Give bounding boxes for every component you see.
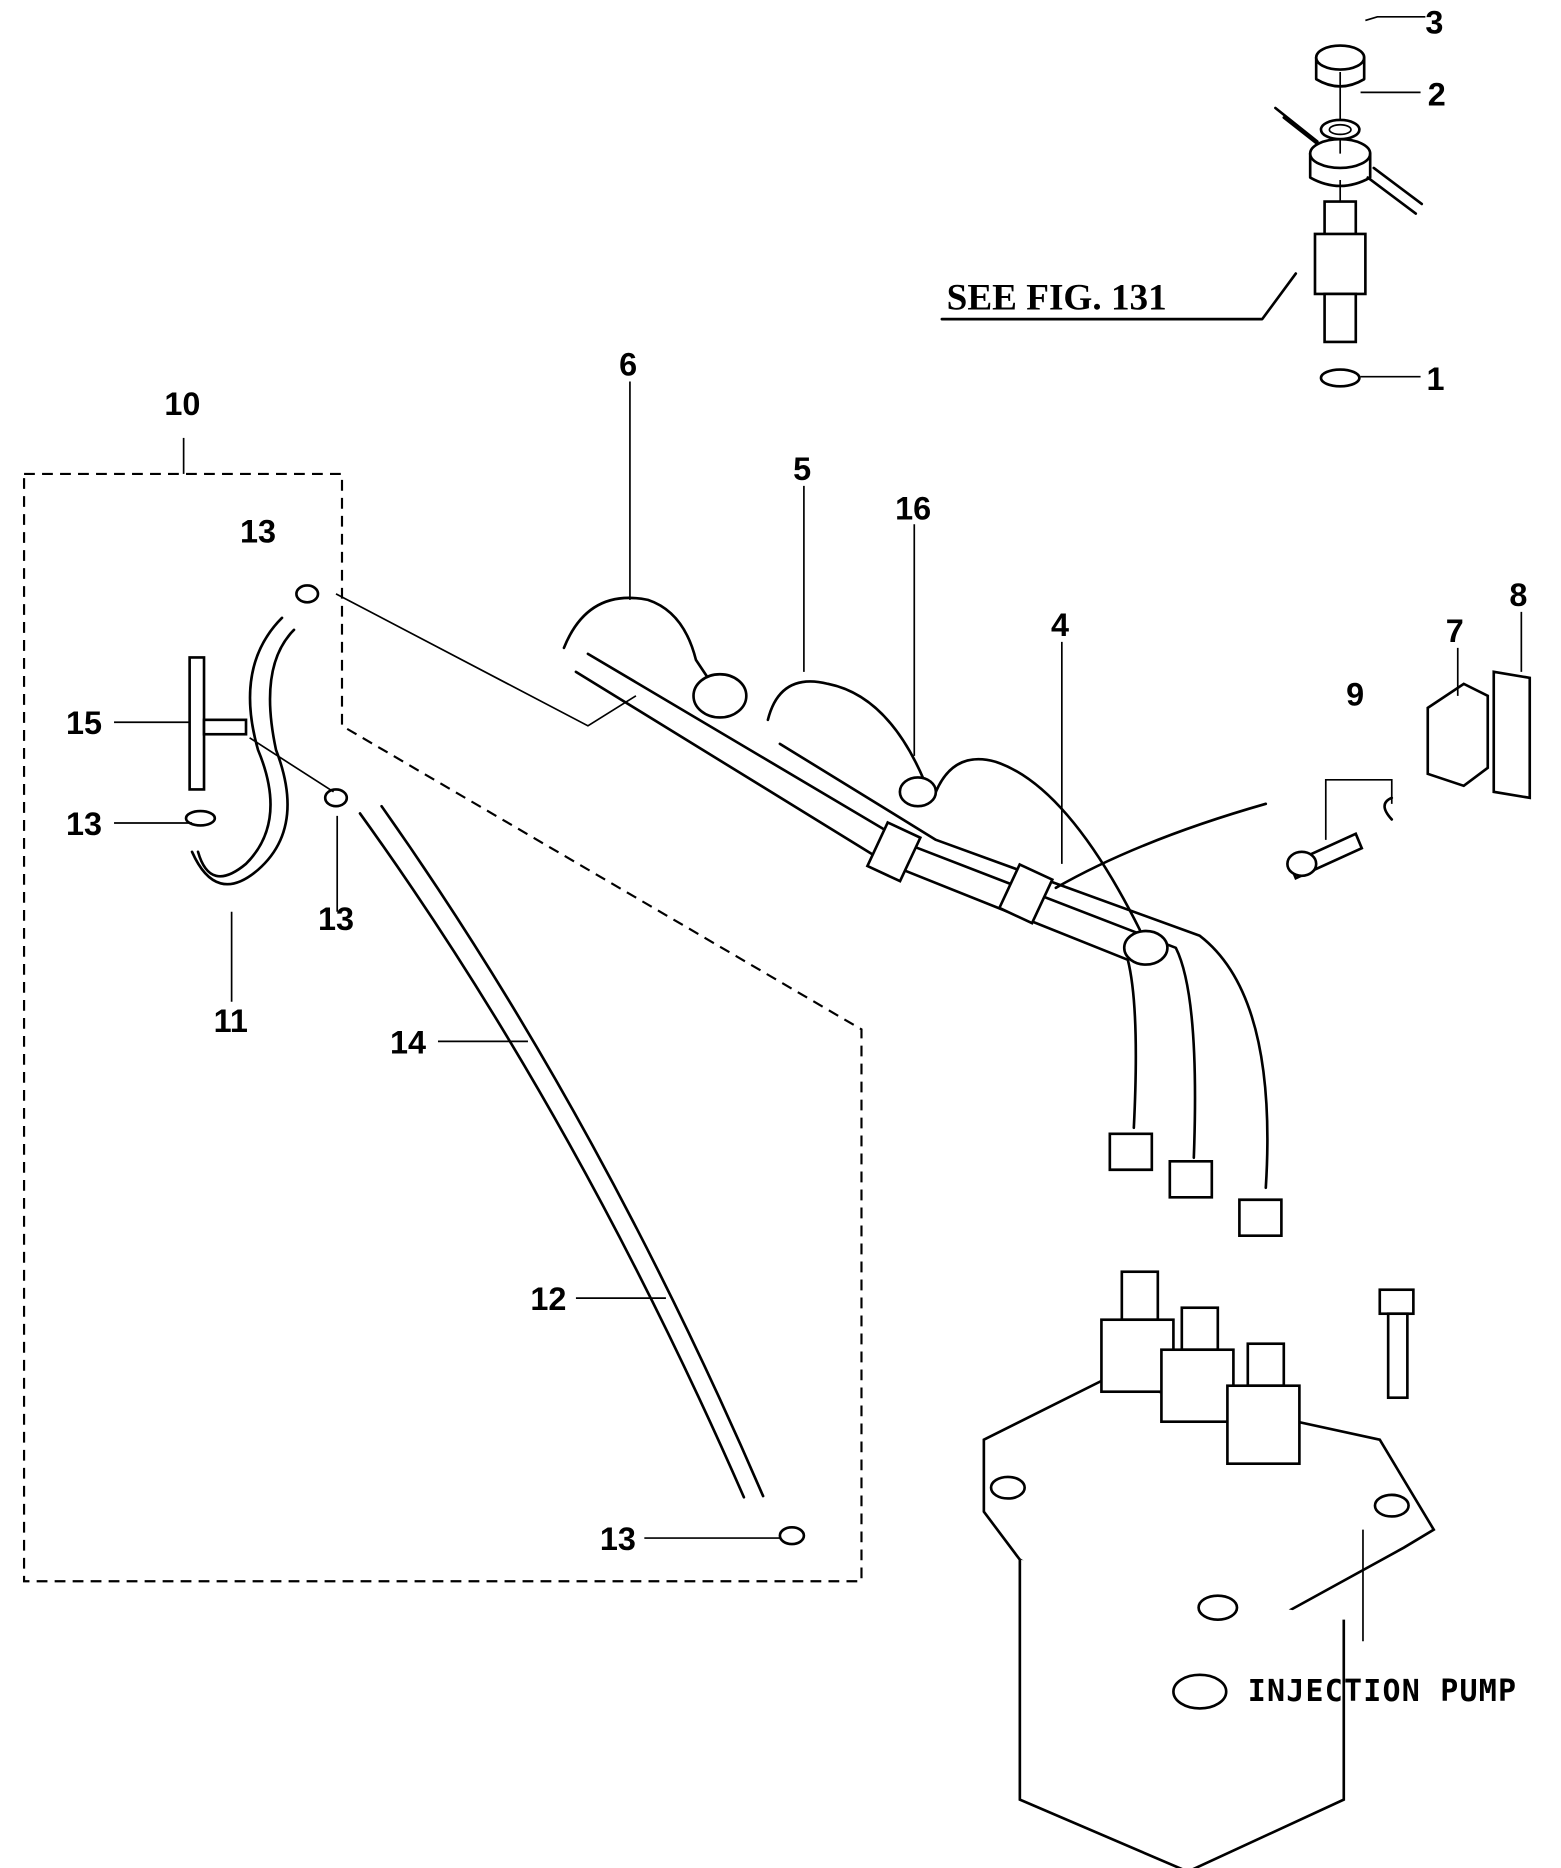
callout-10[interactable]: 10 [164, 386, 200, 422]
injection-pump [982, 1270, 1436, 1868]
injection-pipes [562, 596, 1283, 1238]
see-fig-reference-link[interactable]: SEE FIG. 131 [947, 278, 1167, 319]
injection-pump-label: INJECTION PUMP [1248, 1674, 1518, 1709]
clamp-parts [1286, 670, 1532, 880]
callout-15[interactable]: 15 [66, 705, 102, 741]
callout-13-d[interactable]: 13 [600, 1521, 636, 1557]
hose-clamp [778, 1525, 806, 1546]
callout-8[interactable]: 8 [1509, 577, 1527, 613]
callout-13-c[interactable]: 13 [318, 901, 354, 937]
kit-boundary [22, 472, 863, 1583]
callout-4[interactable]: 4 [1051, 607, 1069, 643]
callout-12[interactable]: 12 [530, 1281, 566, 1317]
return-hose-assembly [184, 584, 637, 886]
callout-13-a[interactable]: 13 [240, 513, 276, 549]
callout-13-b[interactable]: 13 [66, 806, 102, 842]
callout-3[interactable]: 3 [1425, 5, 1443, 41]
leader-see-fig [940, 272, 1298, 321]
nozzle-assembly [1274, 44, 1424, 388]
callout-7[interactable]: 7 [1446, 613, 1464, 649]
callout-1[interactable]: 1 [1427, 361, 1445, 397]
callout-5[interactable]: 5 [793, 451, 811, 487]
leak-off-hose [358, 804, 765, 1499]
callout-6[interactable]: 6 [619, 347, 637, 383]
callout-9[interactable]: 9 [1346, 676, 1364, 712]
callout-16[interactable]: 16 [895, 490, 931, 526]
callout-2[interactable]: 2 [1428, 77, 1446, 113]
callout-14[interactable]: 14 [390, 1024, 426, 1060]
callout-11[interactable]: 11 [214, 1003, 248, 1039]
